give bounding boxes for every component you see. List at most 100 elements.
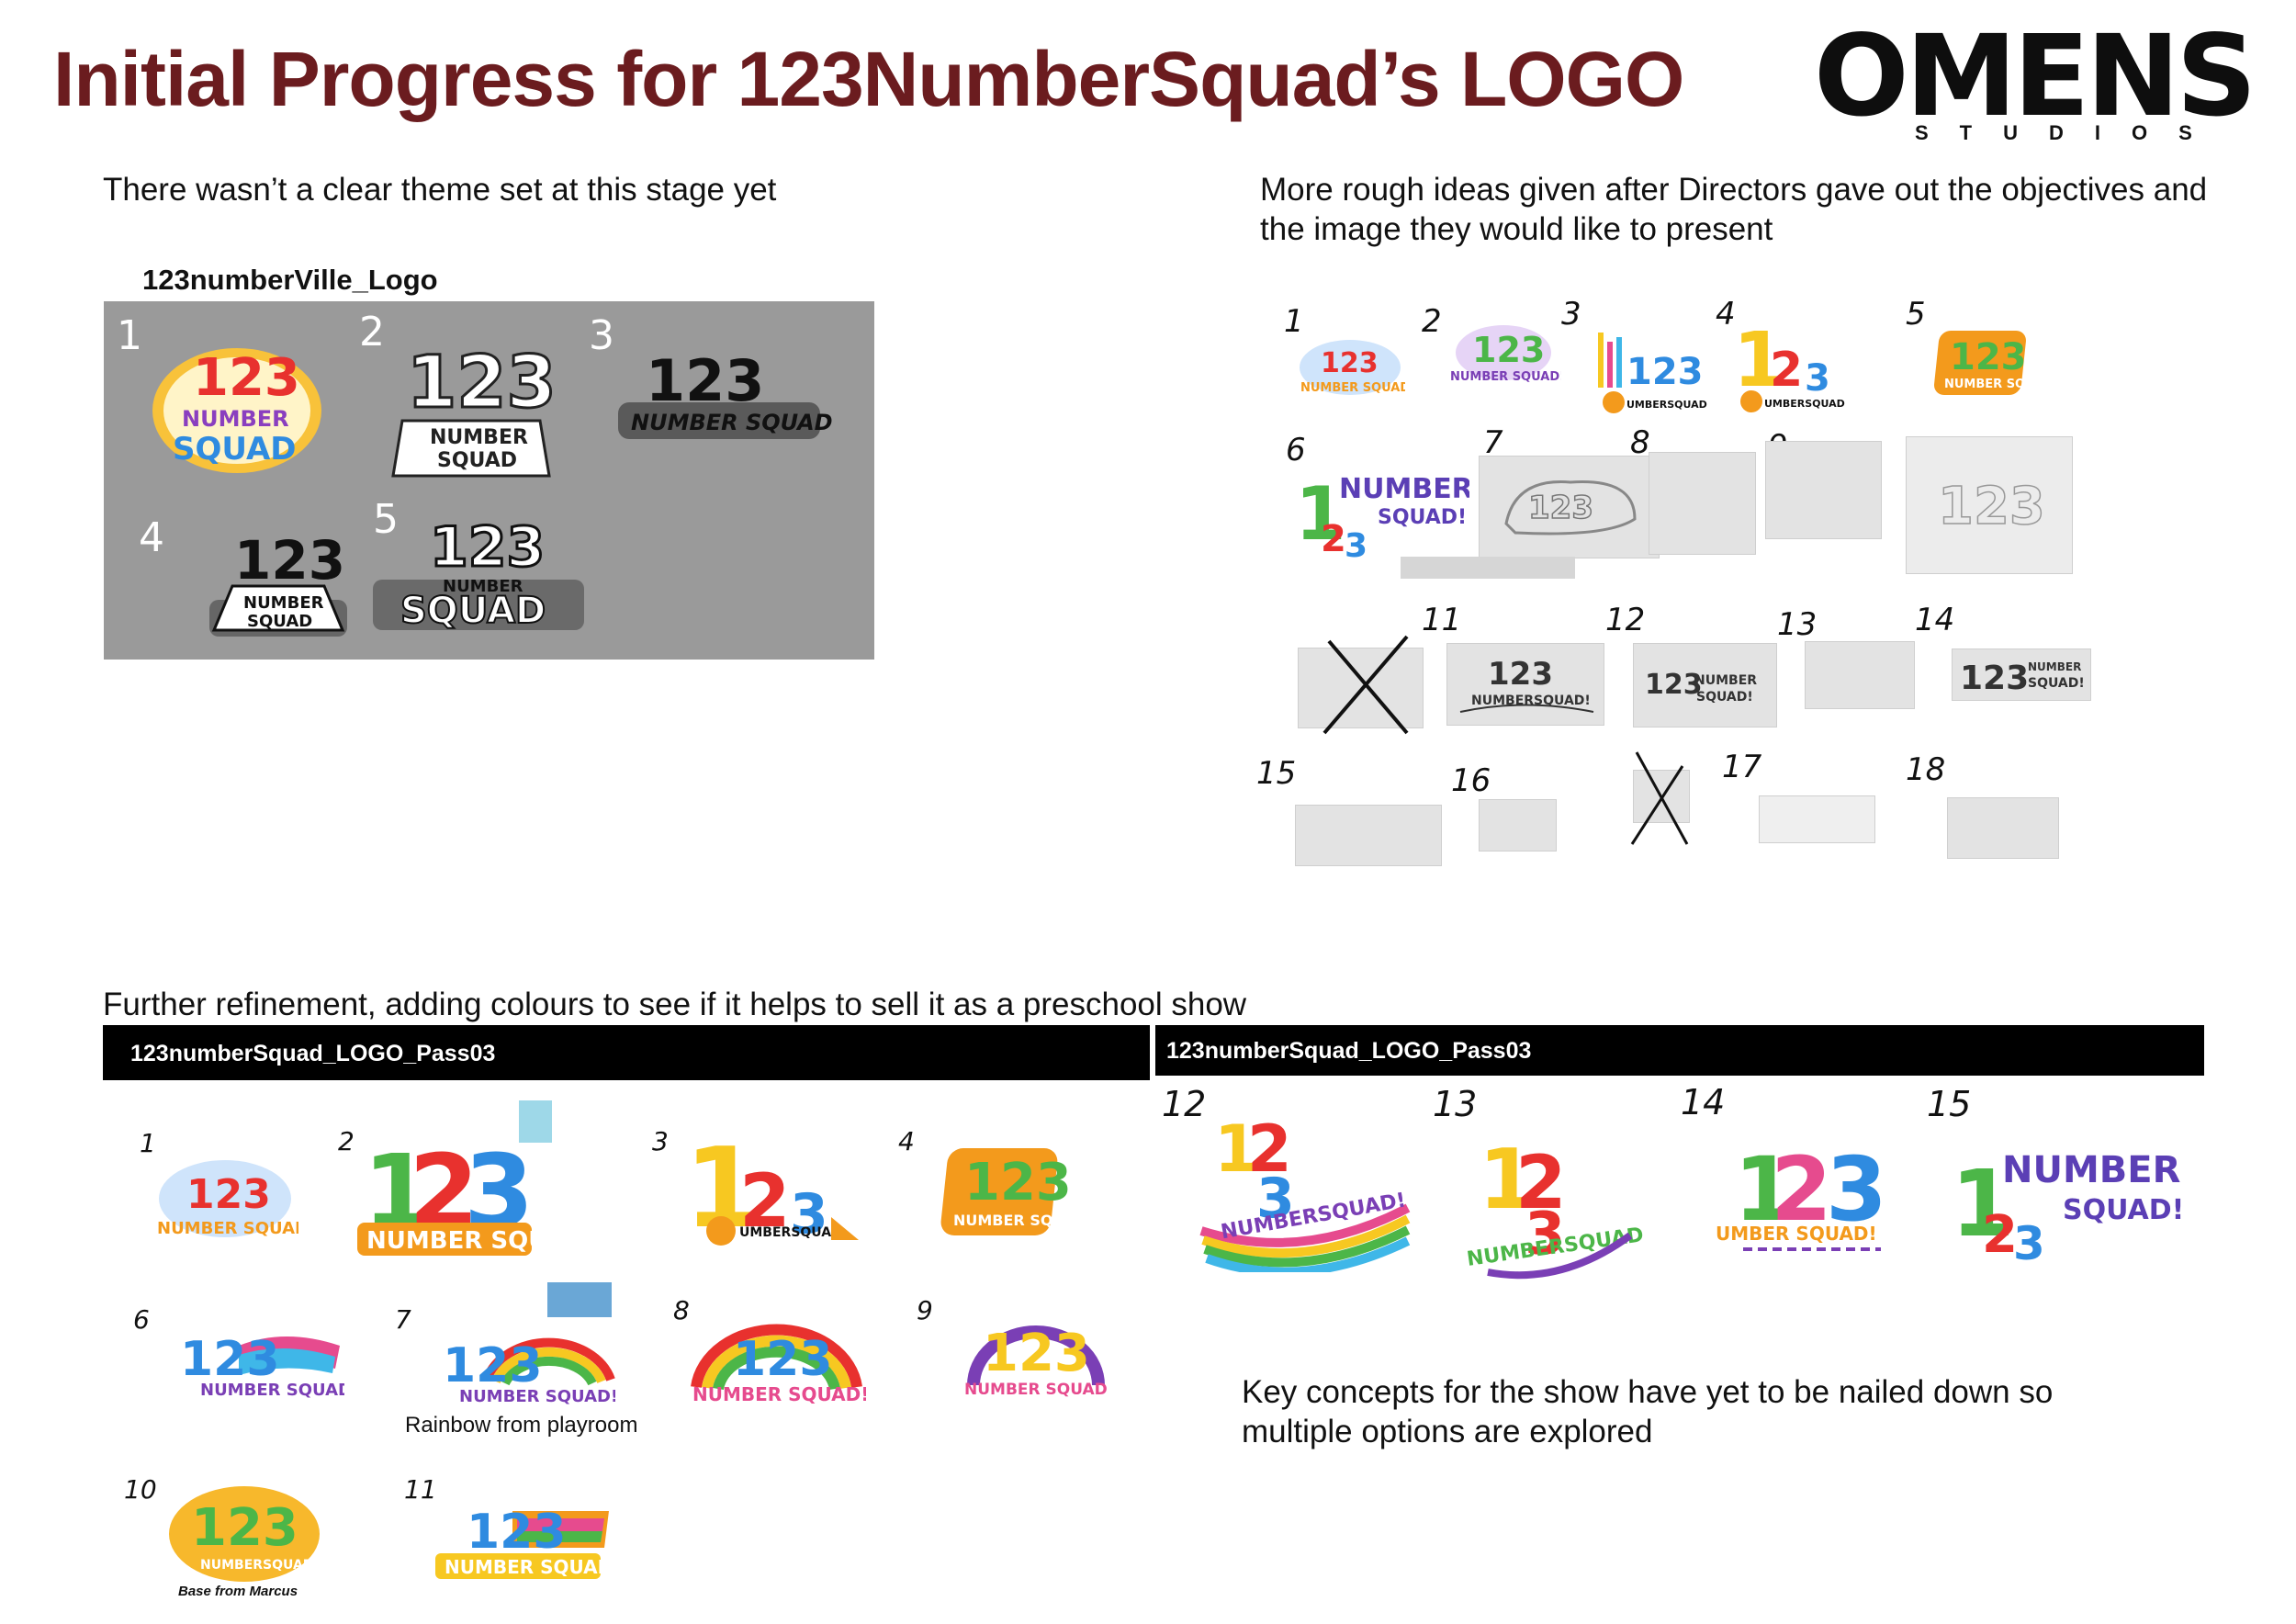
rough-7-digits: 123 [1528,490,1593,526]
pass-15-digit-2: 2 [1982,1205,2018,1263]
rough-number-4: 4 [1716,296,1736,333]
rough-2-text: NUMBER SQUAD! [1450,370,1561,384]
concept-1-number: NUMBER [182,406,289,432]
pass-number-6: 6 [133,1304,150,1335]
right-top-heading-line2: the image they would like to present [1260,211,1773,247]
pass-number-8: 8 [673,1295,690,1325]
concept-1-digits: 123 [193,348,300,408]
pass-3-logo: 1 2 3 UMBERSQUAD [684,1130,859,1253]
rough-number-2: 2 [1422,303,1442,340]
rough-row2-strip [1401,557,1575,579]
rough-crossed-out-icon [1322,635,1409,735]
pass-1-logo: 123 NUMBER SQUAD! [157,1160,298,1238]
rough-number-17: 17 [1722,749,1762,785]
rough-2-digits: 123 [1472,330,1545,370]
rough-number-18: 18 [1906,751,1946,788]
rough-4-text: UMBERSQUAD [1764,398,1845,410]
pass-7-logo: 123 NUMBER SQUAD! [443,1337,615,1406]
pass-6-text: NUMBER SQUAD! [200,1381,344,1400]
rough-12-squad: SQUAD! [1696,690,1753,705]
rough-8-sketch [1649,452,1756,555]
rough-2-logo: 123 NUMBER SQUAD! [1450,325,1561,384]
pass-13-digit-2: 2 [1515,1140,1567,1225]
concept-1-cloud-logo: 123 NUMBER SQUAD [152,348,321,473]
rough-3-logo: 123 UMBERSQUAD [1598,333,1707,413]
rough-3-text: UMBERSQUAD [1626,399,1707,411]
pass-3-digit-3: 3 [790,1182,828,1246]
pass-7-digits: 123 [443,1338,543,1393]
rough-16-sketch [1479,799,1557,851]
rough-7-sketch-lines: 123 [1504,480,1637,536]
rough-13-sketch [1805,641,1915,709]
pass-1-digits: 123 [186,1171,271,1218]
pass-15-number: NUMBER [2002,1149,2180,1191]
concept-4-number: NUMBER [243,593,324,613]
pass-14-digit-1: 1 [1734,1139,1795,1241]
pass-13-digit-1: 1 [1479,1134,1536,1228]
pass-14-logo: 1 2 3 UMBER SQUAD! [1716,1139,1887,1251]
rough-14-sketch-lines: 123 NUMBER SQUAD! [1960,660,2085,697]
panel-number-3: 3 [589,312,614,359]
rough-1-digits: 123 [1321,347,1379,379]
rough-11-sketch [1446,643,1604,726]
rough-number-3: 3 [1561,296,1581,333]
pass-number-2: 2 [338,1126,355,1156]
rough-3-digits: 123 [1626,351,1704,393]
note-line1: Key concepts for the show have yet to be… [1242,1374,2054,1410]
pass-number-13: 13 [1433,1084,1478,1124]
pass-2-reference-thumb [519,1100,552,1143]
concept-3-logo: 123 NUMBER SQUAD [618,347,833,439]
rough-12-sketch-lines: 123 NUMBER SQUAD! [1645,669,1757,705]
pass-10-text: NUMBERSQUAD! [200,1558,320,1573]
rough-number-1: 1 [1284,303,1304,340]
pass-12-digit-3: 3 [1256,1167,1295,1231]
pass-10-digits: 123 [191,1498,298,1558]
rough-crossed-out-2-icon [1630,751,1689,845]
pass-7-text: NUMBER SQUAD! [459,1387,615,1406]
pass-1-text: NUMBER SQUAD! [157,1219,298,1238]
rough-11-text: NUMBERSQUAD! [1471,694,1591,708]
rough-14-squad: SQUAD! [2028,676,2085,691]
concept-5-number: NUMBER [443,577,523,596]
concept-panel: 1 2 3 4 5 123 NUMBER SQUAD 123 NUMBER SQ… [104,301,874,660]
pass-11-logo: 123 NUMBER SQUAD [435,1505,613,1579]
pass-8-digits: 123 [733,1332,833,1387]
rough-10-sketch [1906,436,2073,574]
pass-number-12: 12 [1162,1084,1207,1124]
caption-base: Base from Marcus [178,1584,298,1599]
rough-15-sketch [1295,805,1442,866]
rough-5-logo: 123 NUMBER SQUAD [1933,331,2034,395]
concept-1-squad: SQUAD [173,431,297,468]
rough-1-logo: 123 NUMBER SQUAD! [1300,340,1405,395]
pass-14-text: UMBER SQUAD! [1716,1223,1877,1245]
rough-6-digit-2: 2 [1321,518,1346,560]
concept-3-number-squad: NUMBER SQUAD [631,410,833,435]
concept-2-sketch-logo: 123 NUMBER SQUAD [391,341,557,478]
pass-number-9: 9 [917,1295,933,1325]
pass-14-digit-2: 2 [1771,1139,1832,1241]
rough-number-7: 7 [1483,424,1503,461]
left-top-heading: There wasn’t a clear theme set at this s… [103,172,777,208]
pass-4-logo: 123 NUMBER SQUAD [940,1148,1075,1235]
studio-logo: OMENS STUDIOS [1814,20,2264,149]
pass03-bar-left: 123numberSquad_LOGO_Pass03 [103,1025,1150,1080]
concept-2-digits: 123 [407,342,557,424]
pass-number-4: 4 [898,1126,915,1156]
pass-15-digit-3: 3 [2013,1217,2045,1263]
caption-rainbow: Rainbow from playroom [405,1413,638,1438]
rough-17-sketch [1759,795,1875,843]
concept-5-digits: 123 [430,515,545,580]
pass-number-10: 10 [124,1474,157,1505]
pass-15-digit-1: 1 [1951,1150,2015,1257]
pass-number-1: 1 [140,1128,156,1158]
pass-number-7: 7 [395,1304,411,1335]
pass-12-logo: 1 2 3 NUMBERSQUAD! [1199,1111,1411,1272]
rough-6-digit-3: 3 [1345,527,1367,562]
rough-11-sketch-lines: 123 NUMBERSQUAD! [1459,656,1594,713]
pass-14-digit-3: 3 [1826,1139,1887,1241]
rough-5-text: NUMBER SQUAD [1944,378,2034,391]
rough-10-sketch-lines: 123 [1937,476,2045,537]
concept-5-logo: 123 NUMBER SQUAD [373,514,584,633]
pass-15-squad: SQUAD! [2063,1194,2184,1226]
pass-15-logo: 1 2 3 NUMBER SQUAD! [1951,1149,2184,1263]
